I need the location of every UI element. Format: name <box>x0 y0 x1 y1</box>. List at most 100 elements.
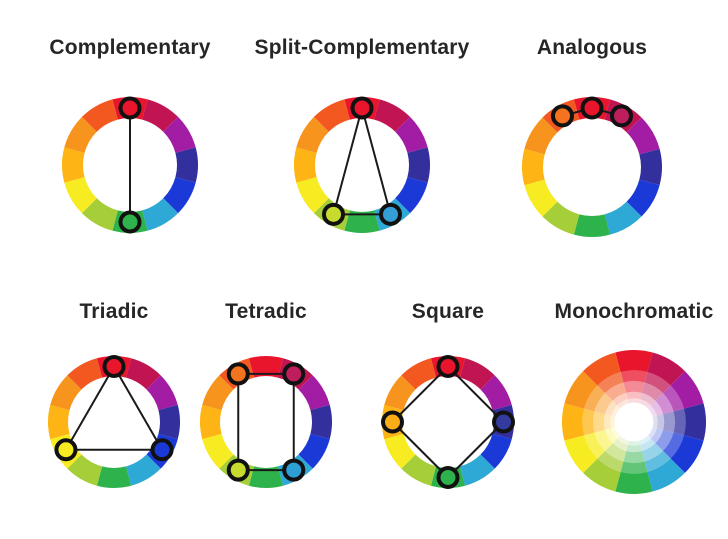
mono-segment-yellow <box>594 429 613 452</box>
wheel-segment-orange <box>50 375 82 411</box>
analogous-wheel-svg <box>522 96 662 237</box>
mono-segment-red-orange <box>612 392 630 409</box>
mono-segment-red-orange <box>604 382 627 401</box>
mono-segment-red <box>615 349 653 373</box>
wheel-segment-yellow-orange <box>62 147 85 183</box>
wheel-segment-yellow-orange <box>48 404 70 440</box>
wheel-segment-yellow-green <box>81 198 118 231</box>
mono-segment-red-violet <box>644 371 671 394</box>
marker-dot-yellow-green <box>226 458 250 482</box>
wheel-segment-blue-green <box>604 201 642 235</box>
scheme-analogous: Analogous <box>492 34 692 251</box>
mono-segment-yellow <box>564 435 598 473</box>
wheel-segment-green <box>573 214 611 237</box>
marker-dot-red <box>350 96 374 120</box>
marker-dot-yellow-green <box>322 202 345 226</box>
wheel-segment-violet <box>163 116 196 153</box>
mono-segment-red <box>626 391 642 404</box>
wheel-segment-violet <box>298 375 330 411</box>
mono-segment-green <box>620 461 648 474</box>
wheel-segment-orange <box>296 116 329 153</box>
mono-segment-yellow-green <box>612 435 630 452</box>
mono-segment-blue <box>647 426 664 444</box>
mono-segment-blue-green <box>641 443 664 462</box>
connector-line <box>332 107 363 215</box>
connector-line <box>113 366 163 451</box>
mono-segment-red <box>623 380 645 394</box>
complementary-color-wheel <box>30 83 230 247</box>
mono-segment-green <box>623 450 645 464</box>
marker-dot-red-violet <box>610 104 633 128</box>
mono-segment-green <box>615 471 653 495</box>
connector-line <box>361 107 392 215</box>
scheme-title-analogous: Analogous <box>536 36 648 59</box>
mono-segment-violet <box>647 400 664 418</box>
marker-dot-yellow-orange <box>381 410 404 434</box>
wheel-segment-yellow <box>202 433 234 469</box>
mono-segment-yellow-orange <box>582 408 595 436</box>
mono-segment-blue <box>662 432 685 459</box>
mono-segment-red-violet <box>641 382 664 401</box>
wheel-segment-red-violet <box>374 99 411 132</box>
wheel-segment-red-violet <box>459 358 495 390</box>
wheel-segment-orange <box>64 116 97 153</box>
marker-dot-blue-green <box>379 202 402 226</box>
mono-segment-red-orange <box>583 352 621 386</box>
marker-dot-blue <box>150 438 174 462</box>
wheel-segment-yellow-green <box>401 454 437 486</box>
wheel-segment-blue-violet <box>158 404 180 440</box>
mono-segment-red <box>620 370 648 383</box>
wheel-segment-violet <box>626 117 660 155</box>
square-color-wheel <box>348 342 548 502</box>
wheel-segment-green <box>96 466 132 488</box>
mono-segment-yellow-orange <box>592 411 606 433</box>
marker-dot-green <box>118 210 142 234</box>
wheel-segment-violet <box>146 375 178 411</box>
wheel-segment-red-violet <box>125 358 161 390</box>
scheme-title-complementary: Complementary <box>49 36 211 59</box>
marker-dot-red-violet <box>282 362 306 386</box>
wheel-segment-orange <box>202 375 234 411</box>
mono-segment-yellow-orange <box>561 403 585 441</box>
wheel-segment-blue-green <box>142 198 179 231</box>
triadic-wheel-svg <box>48 355 180 488</box>
mono-segment-yellow <box>583 432 606 459</box>
mono-segment-blue-violet <box>683 403 707 441</box>
mono-segment-orange <box>594 392 613 415</box>
marker-dot-yellow <box>54 438 78 462</box>
wheel-segment-yellow-orange <box>522 148 545 186</box>
wheel-segment-yellow-orange <box>294 147 317 183</box>
analogous-color-wheel <box>492 83 692 251</box>
wheel-segment-blue <box>163 177 196 214</box>
mono-segment-violet <box>662 385 685 412</box>
mono-segment-orange <box>604 400 621 418</box>
scheme-title-monochromatic: Monochromatic <box>554 300 714 323</box>
wheel-segment-blue <box>395 177 428 214</box>
tetradic-wheel-svg <box>200 356 332 488</box>
wheel-segment-red-orange <box>313 99 350 132</box>
wheel-segment-blue-violet <box>639 148 662 186</box>
wheel-segment-green <box>344 210 380 233</box>
square-wheel-svg <box>381 355 515 489</box>
wheel-segment-red-orange <box>401 358 437 390</box>
wheel-segment-red-violet <box>142 99 179 132</box>
marker-dot-red <box>436 355 460 378</box>
triadic-color-wheel <box>14 342 214 502</box>
scheme-tetradic: Tetradic <box>166 298 366 502</box>
mono-segment-red-orange <box>597 371 624 394</box>
wheel-segment-red <box>248 356 284 378</box>
marker-dot-red <box>102 355 126 378</box>
mono-center-white <box>614 402 654 442</box>
wheel-segment-blue <box>298 433 330 469</box>
marker-dot-blue-green <box>282 458 306 482</box>
mono-segment-yellow-green <box>597 450 624 473</box>
scheme-complementary: Complementary <box>30 34 230 247</box>
wheel-segment-orange <box>524 117 558 155</box>
mono-segment-orange <box>564 371 598 409</box>
wheel-segment-blue-green <box>125 454 161 486</box>
connector-line <box>391 421 449 479</box>
wheel-segment-red-orange <box>67 358 103 390</box>
scheme-title-tetradic: Tetradic <box>225 300 307 323</box>
wheel-segment-red-orange <box>81 99 118 132</box>
